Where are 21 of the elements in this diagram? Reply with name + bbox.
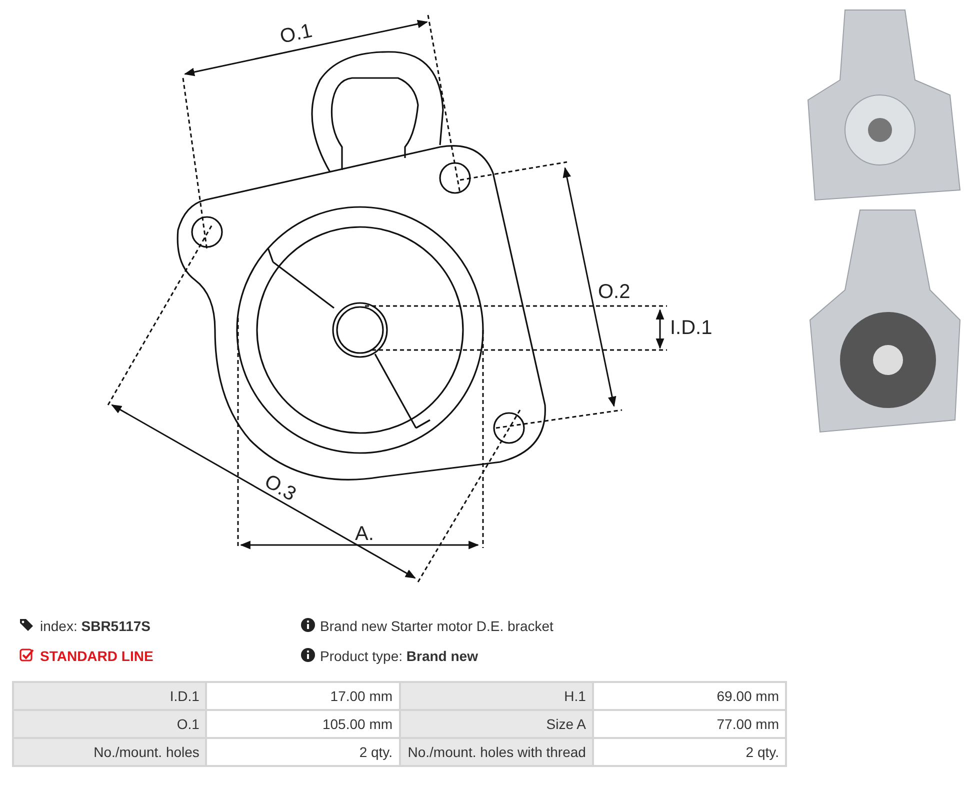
spec-value: 17.00 mm bbox=[206, 682, 400, 710]
dimension-label: O.1 bbox=[278, 20, 314, 48]
spec-name: No./mount. holes with thread bbox=[400, 738, 593, 766]
spec-name: No./mount. holes bbox=[13, 738, 206, 766]
product-line-text: STANDARD LINE bbox=[40, 647, 154, 665]
spec-value: 105.00 mm bbox=[206, 710, 400, 738]
spec-name: Size A bbox=[400, 710, 593, 738]
dimension-label: O.3 bbox=[261, 471, 300, 505]
product-description: Brand new Starter motor D.E. bracket bbox=[320, 617, 554, 635]
dimension-label: I.D.1 bbox=[670, 318, 712, 338]
spec-name: O.1 bbox=[13, 710, 206, 738]
spec-name: H.1 bbox=[400, 682, 593, 710]
spec-value: 2 qty. bbox=[206, 738, 400, 766]
spec-name: I.D.1 bbox=[13, 682, 206, 710]
dimension-label: A. bbox=[355, 524, 374, 544]
index-text: index: SBR5117S bbox=[40, 617, 151, 635]
product-type-text: Product type: Brand new bbox=[320, 647, 478, 665]
spec-value: 2 qty. bbox=[592, 738, 786, 766]
dimension-label: O.2 bbox=[598, 282, 630, 302]
spec-value: 69.00 mm bbox=[592, 682, 786, 710]
spec-value: 77.00 mm bbox=[592, 710, 786, 738]
